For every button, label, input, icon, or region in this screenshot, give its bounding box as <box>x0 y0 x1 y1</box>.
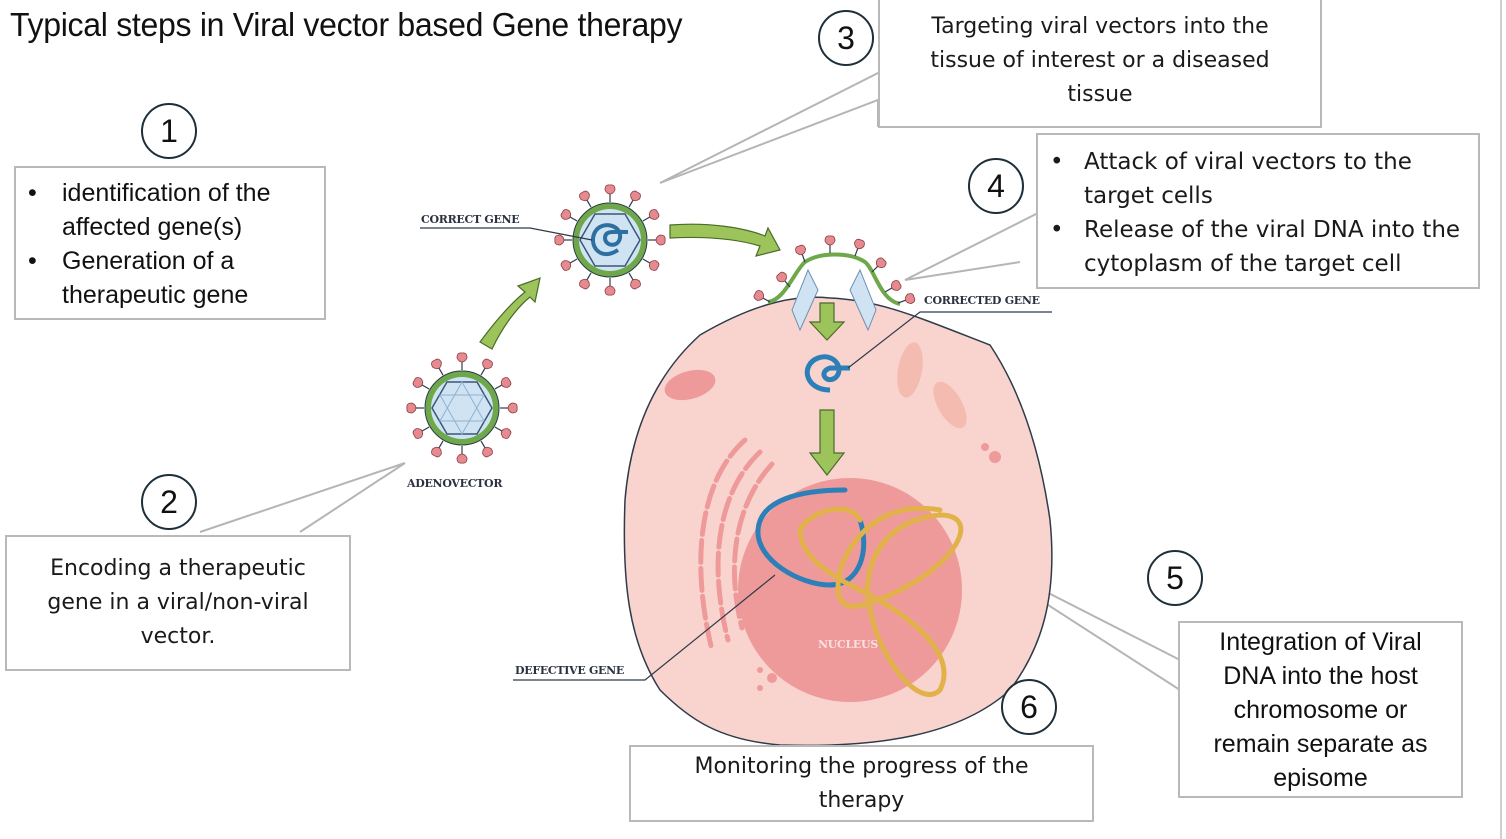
step-3-box: Targeting viral vectors into the tissue … <box>878 0 1322 128</box>
step-5-number: 5 <box>1147 550 1203 606</box>
nucleus <box>738 478 962 702</box>
step-3-text: Targeting viral vectors into the tissue … <box>930 14 1270 107</box>
step-3-number: 3 <box>818 10 874 66</box>
step-1-bullet-1: identification of the affected gene(s) <box>16 176 324 244</box>
arrow-down-2 <box>808 409 846 476</box>
step-1-bullet-2: Generation of a therapeutic gene <box>16 244 324 312</box>
step-4-box: Attack of viral vectors to the target ce… <box>1036 133 1480 289</box>
step-4-number: 4 <box>968 158 1024 214</box>
correct-gene-label: CORRECT GENE <box>421 213 519 226</box>
slide-edge <box>1500 0 1502 839</box>
step-2-box: Encoding a therapeutic gene in a viral/n… <box>5 535 351 671</box>
adenovector <box>406 352 518 464</box>
page-title: Typical steps in Viral vector based Gene… <box>10 6 683 43</box>
step-6-box: Monitoring the progress of the therapy <box>629 745 1094 822</box>
arrow-down-1 <box>808 302 846 341</box>
defective-gene-label: DEFECTIVE GENE <box>515 664 624 677</box>
step-2-text: Encoding a therapeutic gene in a viral/n… <box>47 556 309 649</box>
step-1-number: 1 <box>141 103 197 159</box>
step-6-number: 6 <box>1001 679 1057 735</box>
nucleus-label: NUCLEUS <box>818 638 878 651</box>
step-2-number: 2 <box>141 474 197 530</box>
step-4-bullet-1: Attack of viral vectors to the target ce… <box>1038 145 1478 213</box>
step-4-bullet-2: Release of the viral DNA into the cytopl… <box>1038 213 1478 281</box>
adenovector-label: ADENOVECTOR <box>406 477 503 490</box>
arrow-right <box>669 223 781 257</box>
virus-with-correct-gene <box>554 184 666 296</box>
step-1-box: identification of the affected gene(s) G… <box>14 166 326 320</box>
arrow-up <box>479 277 541 350</box>
step-6-text: Monitoring the progress of the therapy <box>694 753 1029 813</box>
process-arrows <box>479 223 846 476</box>
step-5-box: Integration of Viral DNA into the host c… <box>1178 621 1463 798</box>
step-5-text: Integration of Viral DNA into the host c… <box>1213 627 1428 792</box>
corrected-gene-label: CORRECTED GENE <box>924 294 1040 307</box>
